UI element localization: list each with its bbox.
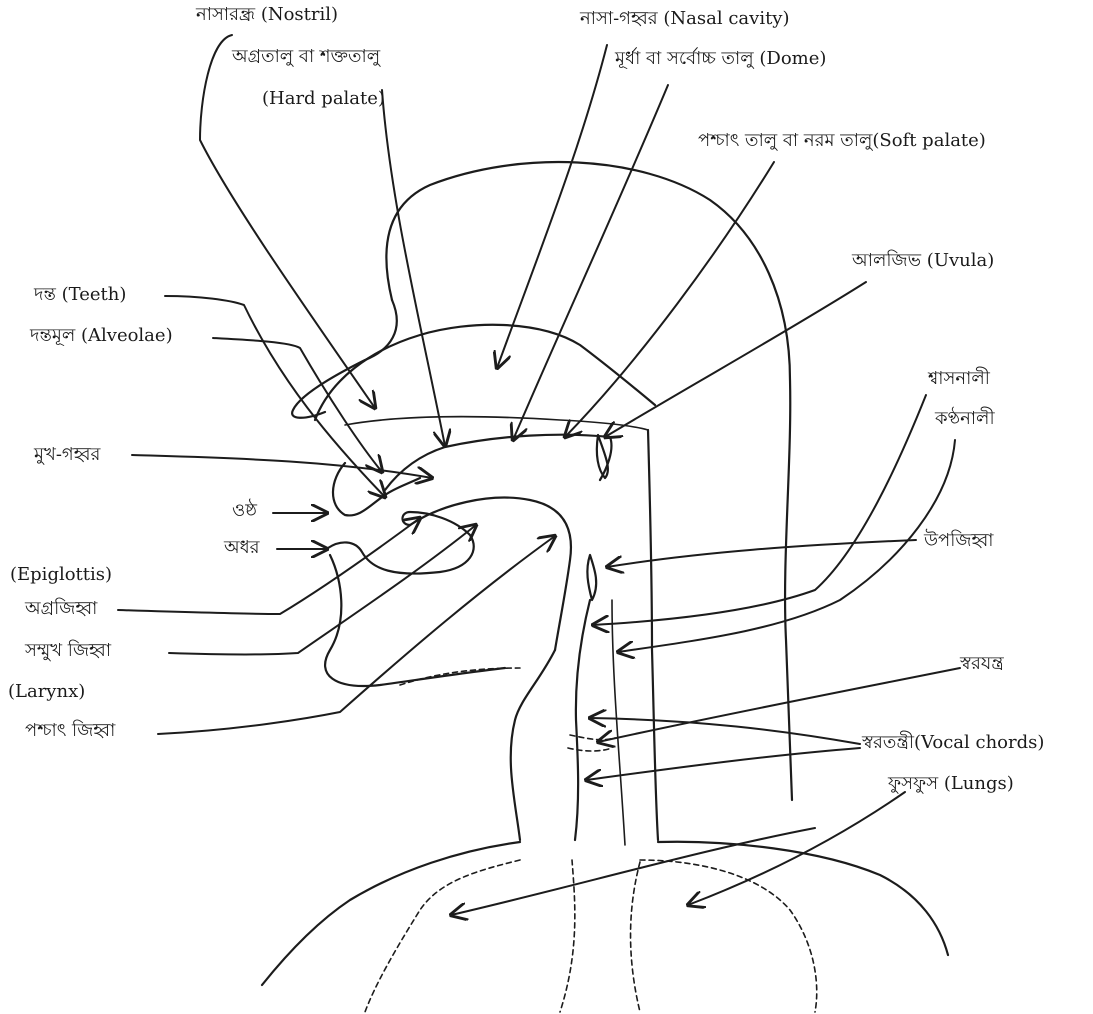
lung-right-inner <box>631 862 640 1012</box>
label-lower-lip: অধর <box>224 539 260 557</box>
shoulder-right <box>658 842 948 955</box>
nose-outline <box>292 300 397 418</box>
label-mouth-cavity: মুখ-গহ্বর <box>34 446 100 464</box>
label-alveolae: দন্তমূল (Alveolae) <box>30 327 173 345</box>
label-tongue-tip: অগ্রজিহ্বা <box>25 600 97 618</box>
label-lungs: ফুসফুস (Lungs) <box>888 775 1014 793</box>
head-outline <box>386 162 792 800</box>
label-windpipe: শ্বাসনালী <box>928 370 990 388</box>
nasal-cavity-outline <box>315 325 655 420</box>
label-teeth: দন্ত (Teeth) <box>34 286 126 304</box>
label-larynx-en: (Larynx) <box>8 683 85 701</box>
throat-dash <box>400 668 520 685</box>
label-vocal-chords: স্বরতন্ত্রী(Vocal chords) <box>862 734 1044 752</box>
label-upper-lip: ওষ্ঠ <box>232 502 257 520</box>
uvula-shape <box>597 435 608 478</box>
lung-left-inner <box>560 860 575 1012</box>
lung-left <box>365 860 520 1012</box>
leader-uvula <box>605 282 866 437</box>
pharynx-back <box>648 430 658 840</box>
tongue-shape <box>410 498 571 650</box>
epiglottis-shape <box>587 555 596 600</box>
label-nostril: নাসারন্ধ্র (Nostril) <box>196 6 338 24</box>
label-epiglottis-en: (Epiglottis) <box>10 566 112 584</box>
leader-vocal-chords-1 <box>590 718 860 744</box>
leader-hard-palate <box>382 90 445 446</box>
label-hard-palate-bn: অগ্রতালু বা শক্ততালু <box>232 48 380 66</box>
label-front-tongue: সম্মুখ জিহ্বা <box>25 642 111 660</box>
trachea-front <box>575 600 590 840</box>
leader-nasal-cavity <box>497 45 607 368</box>
leader-vocal-chords-2 <box>586 748 860 780</box>
hard-palate-line <box>385 435 611 490</box>
label-dome: মূর্ধা বা সর্বোচ্চ তালু (Dome) <box>615 50 826 68</box>
lung-right <box>640 860 817 1012</box>
label-nasal-cavity: নাসা-গহ্বর (Nasal cavity) <box>580 10 790 28</box>
label-gullet: কণ্ঠনালী <box>935 410 995 428</box>
label-larynx-bn: স্বরযন্ত্র <box>960 655 1004 673</box>
vocal-chords-marks <box>568 735 615 751</box>
label-hard-palate-en: (Hard palate) <box>262 90 385 108</box>
gullet-line <box>612 600 625 845</box>
leader-epiglottis <box>607 540 916 567</box>
leader-mouth-cavity <box>132 455 432 478</box>
leader-back-tongue <box>158 536 555 734</box>
label-back-tongue: পশ্চাৎ জিহ্বা <box>25 722 115 740</box>
nasal-floor <box>345 417 648 430</box>
pharynx-front <box>511 650 555 840</box>
leader-soft-palate <box>565 162 774 437</box>
label-epiglottis-bn: উপজিহ্বা <box>924 532 994 550</box>
shoulder-left <box>262 842 520 985</box>
label-uvula: আলজিভ (Uvula) <box>852 252 994 270</box>
label-soft-palate: পশ্চাৎ তালু বা নরম তালু(Soft palate) <box>698 132 986 150</box>
